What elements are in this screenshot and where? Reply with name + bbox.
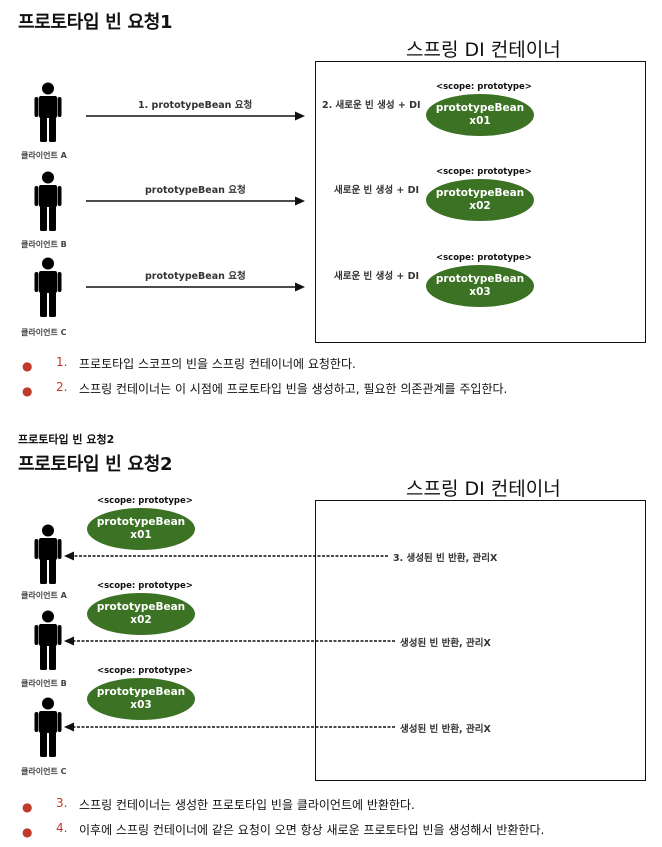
request-label-1: 1. prototypeBean 요청 [138, 100, 253, 111]
prototype-bean-x01: prototypeBean x01 [426, 94, 534, 136]
bean-id: x02 [130, 614, 152, 626]
prototype-bean-x03: prototypeBean x03 [426, 265, 534, 307]
note-number: 3. [56, 796, 68, 810]
section2-heading: 프로토타입 빈 요청2 [18, 454, 173, 475]
scope-label: <scope: prototype> [97, 581, 193, 591]
actor-label-b: 클라이언트 B [21, 679, 67, 688]
bean-name: prototypeBean [96, 686, 186, 698]
bean-id: x03 [469, 286, 491, 298]
scope-label: <scope: prototype> [436, 82, 532, 92]
note-item: ● [22, 355, 32, 374]
request-label-3: prototypeBean 요청 [145, 271, 246, 282]
bean-name: prototypeBean [96, 516, 186, 528]
section2-container-title: 스프링 DI 컨테이너 [406, 478, 561, 500]
bullet: ● [22, 359, 33, 373]
bean-id: x03 [130, 699, 152, 711]
bullet: ● [22, 800, 33, 814]
person-icon [26, 82, 70, 142]
person-icon [26, 523, 70, 585]
bean-name: prototypeBean [435, 187, 525, 199]
create-label-3: 새로운 빈 생성 + DI [334, 271, 420, 282]
note-item: ● [22, 796, 32, 815]
actor-label-c: 클라이언트 C [21, 767, 67, 776]
person-icon [26, 170, 70, 232]
request-arrow-3 [86, 282, 305, 292]
scope-label: <scope: prototype> [97, 496, 193, 506]
section1-container-box [315, 61, 646, 343]
actor-label-c: 클라이언트 C [21, 328, 67, 337]
request-arrow-1 [86, 111, 305, 121]
prototype-bean-x03: prototypeBean x03 [87, 678, 195, 720]
section1-heading: 프로토타입 빈 요청1 [18, 12, 173, 33]
bean-id: x01 [130, 529, 152, 541]
person-icon [26, 696, 70, 758]
note-number: 2. [56, 380, 68, 394]
request-label-2: prototypeBean 요청 [145, 185, 246, 196]
prototype-bean-x02: prototypeBean x02 [426, 179, 534, 221]
return-label-3: 생성된 빈 반환, 관리X [400, 724, 491, 735]
request-arrow-2 [86, 196, 305, 206]
note-number: 1. [56, 355, 68, 369]
bean-id: x01 [469, 115, 491, 127]
note-number: 4. [56, 821, 68, 835]
bean-name: prototypeBean [96, 601, 186, 613]
return-label-2: 생성된 빈 반환, 관리X [400, 638, 491, 649]
actor-label-b: 클라이언트 B [21, 240, 67, 249]
note-text: 스프링 컨테이너는 생성한 프로토타입 빈을 클라이언트에 반환한다. [79, 798, 415, 812]
note-text: 스프링 컨테이너는 이 시점에 프로토타입 빈을 생성하고, 필요한 의존관계를… [79, 382, 508, 396]
prototype-bean-x02: prototypeBean x02 [87, 593, 195, 635]
scope-label: <scope: prototype> [436, 167, 532, 177]
actor-label-a: 클라이언트 A [21, 151, 67, 160]
bean-id: x02 [469, 200, 491, 212]
note-item: ● [22, 380, 32, 399]
scope-label: <scope: prototype> [436, 253, 532, 263]
return-label-1: 3. 생성된 빈 반환, 관리X [393, 553, 498, 564]
actor-label-a: 클라이언트 A [21, 591, 67, 600]
note-text: 프로토타입 스코프의 빈을 스프링 컨테이너에 요청한다. [79, 357, 356, 371]
create-label-1: 2. 새로운 빈 생성 + DI [322, 100, 421, 111]
note-text: 이후에 스프링 컨테이너에 같은 요청이 오면 항상 새로운 프로토타입 빈을 … [79, 823, 545, 837]
bean-name: prototypeBean [435, 273, 525, 285]
prototype-bean-x01: prototypeBean x01 [87, 508, 195, 550]
section1-container-title: 스프링 DI 컨테이너 [406, 39, 561, 61]
note-item: ● [22, 821, 32, 840]
person-icon [26, 609, 70, 671]
scope-label: <scope: prototype> [97, 666, 193, 676]
bean-name: prototypeBean [435, 102, 525, 114]
create-label-2: 새로운 빈 생성 + DI [334, 185, 420, 196]
person-icon [26, 256, 70, 318]
bullet: ● [22, 825, 33, 839]
section2-subheading: 프로토타입 빈 요청2 [18, 433, 115, 446]
bullet: ● [22, 384, 33, 398]
